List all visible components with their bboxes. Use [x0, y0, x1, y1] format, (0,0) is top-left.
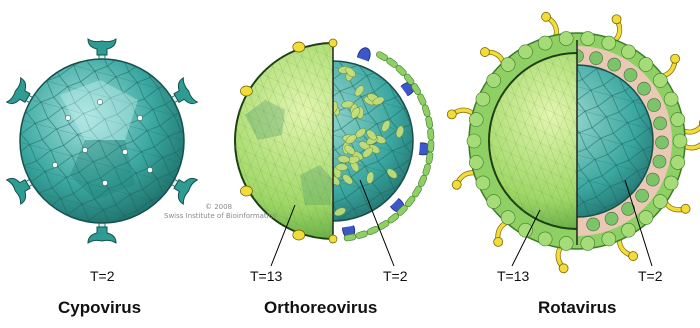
orthoreovirus-inner-t-number: T=2	[383, 268, 408, 284]
rotavirus-outer-t-number: T=13	[497, 268, 529, 284]
cypovirus-name: Cypovirus	[58, 298, 141, 318]
orthoreovirus-name: Orthoreovirus	[264, 298, 377, 318]
rotavirus-model	[447, 12, 700, 272]
copyright-year: © 2008	[205, 203, 232, 211]
rotavirus-inner-t-number: T=2	[638, 268, 663, 284]
cypovirus-t-number: T=2	[90, 268, 115, 284]
orthoreovirus-outer-t-number: T=13	[250, 268, 282, 284]
rotavirus-name: Rotavirus	[538, 298, 616, 318]
copyright-owner: Swiss Institute of Bioinformatics	[164, 212, 276, 220]
